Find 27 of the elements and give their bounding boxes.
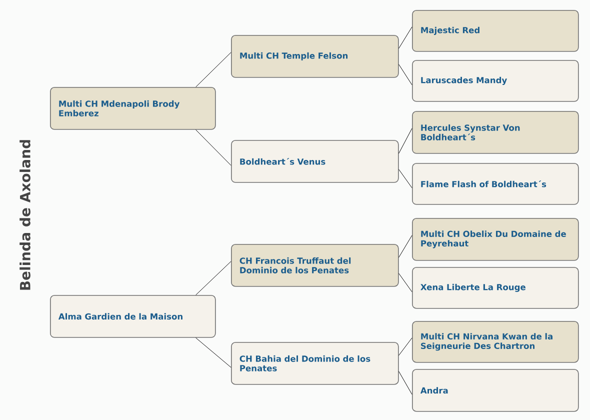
name-box: Boldheart´s Venus — [231, 140, 399, 183]
connector-line — [398, 169, 412, 188]
name-box: Alma Gardien de la Maison — [50, 295, 216, 338]
name-box: Multi CH Nirvana Kwan de la Seigneurie Des Chartron — [412, 321, 579, 363]
connector-line — [398, 64, 412, 86]
connector-line — [398, 128, 412, 154]
name-box: Multi CH Mdenapoli Brody Emberez — [50, 87, 216, 130]
name-box: CH Bahia del Dominio de los Penates — [231, 342, 399, 385]
connector-line — [398, 338, 412, 356]
connector-line — [196, 52, 232, 88]
name-box: Flame Flash of Boldheart´s — [412, 163, 579, 205]
connector-line — [196, 130, 232, 166]
name-box: Andra — [412, 369, 579, 412]
connector-line — [398, 235, 412, 258]
connector-line — [398, 273, 412, 292]
name-box: CH Francois Truffaut del Dominio de los Penates — [231, 244, 399, 287]
connector-line — [398, 371, 412, 395]
name-box: Multi CH Obelix Du Domaine de Peyrehaut — [412, 218, 579, 261]
name-box: Multi CH Temple Felson — [231, 35, 399, 78]
connector-line — [196, 338, 232, 368]
title: Belinda de Axoland — [20, 140, 30, 290]
name-box: Xena Liberte La Rouge — [412, 267, 579, 309]
name-box: Hercules Synstar Von Boldheart´s — [412, 111, 579, 154]
connector-line — [398, 26, 412, 49]
name-box: Laruscades Mandy — [412, 60, 579, 102]
connector-line — [196, 261, 232, 296]
name-box: Majestic Red — [412, 10, 579, 52]
